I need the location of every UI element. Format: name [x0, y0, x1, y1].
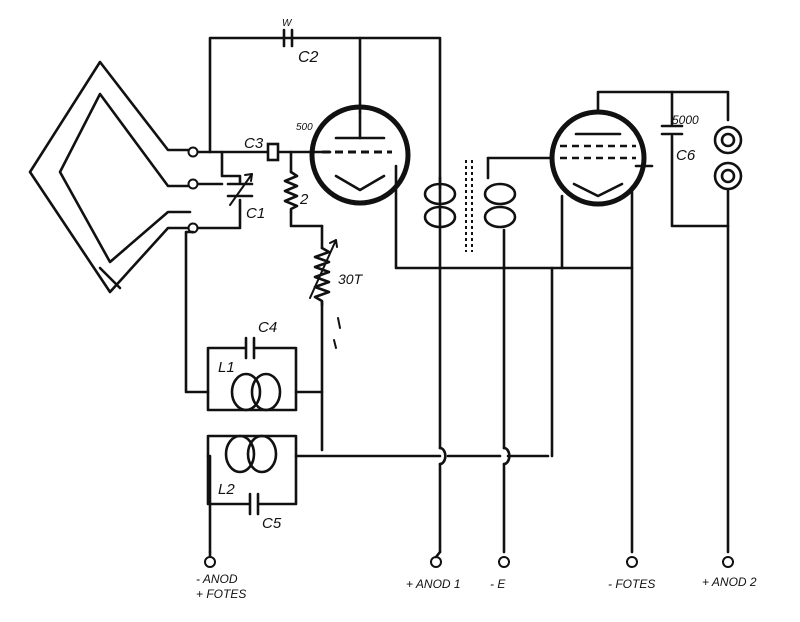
terminal-label-e: - E: [490, 577, 506, 591]
resistor-grid-leak: [283, 170, 299, 214]
antenna-terminal-2: [187, 178, 199, 190]
label-r30t: 30T: [338, 271, 364, 287]
label-c5: C5: [262, 515, 282, 532]
tick-marks: [333, 317, 341, 349]
label-l2: L2: [218, 481, 235, 498]
circuit-wiring: [184, 36, 730, 554]
terminal-label-anod2: + ANOD 2: [702, 575, 757, 589]
transformer: [423, 160, 517, 252]
label-c3-value: 500: [296, 122, 313, 133]
label-r2: 2: [299, 191, 309, 208]
capacitor-c4: [244, 336, 256, 360]
output-terminals: [204, 550, 734, 568]
tetrode-valve-2: [549, 109, 654, 207]
terminal-e: [498, 556, 510, 568]
terminal-label-fotes-plus: + FOTES: [196, 587, 246, 601]
headphones: [713, 125, 743, 191]
terminal-label-fotes-minus: - FOTES: [608, 577, 655, 591]
terminal-label-anod-minus: - ANOD: [196, 572, 238, 586]
loop-antenna: [28, 60, 192, 294]
label-c6-value: 5000: [672, 113, 699, 127]
terminal-anod2: [722, 556, 734, 568]
antenna-terminal-1: [187, 146, 199, 158]
capacitor-c2: [282, 28, 294, 48]
capacitor-c6: [660, 124, 684, 136]
terminal-anod-minus: [204, 556, 216, 568]
label-c6: C6: [676, 147, 696, 164]
label-c2: C2: [298, 49, 319, 66]
terminal-fotes-minus: [626, 556, 638, 568]
triode-valve-1: [309, 104, 411, 206]
label-l1: L1: [218, 359, 235, 376]
terminal-label-anod1: + ANOD 1: [406, 577, 461, 591]
label-c2-value: W: [282, 18, 293, 29]
terminal-anod1: [430, 556, 442, 568]
capacitor-c3: [266, 142, 280, 162]
label-c1: C1: [246, 205, 265, 222]
label-c3: C3: [244, 135, 264, 152]
label-c4: C4: [258, 319, 277, 336]
capacitor-c5: [248, 492, 260, 516]
rheostat-30t: [309, 239, 338, 307]
coil-l2: [206, 434, 298, 506]
coil-l1: [206, 346, 298, 412]
capacitor-c1: [226, 173, 254, 206]
